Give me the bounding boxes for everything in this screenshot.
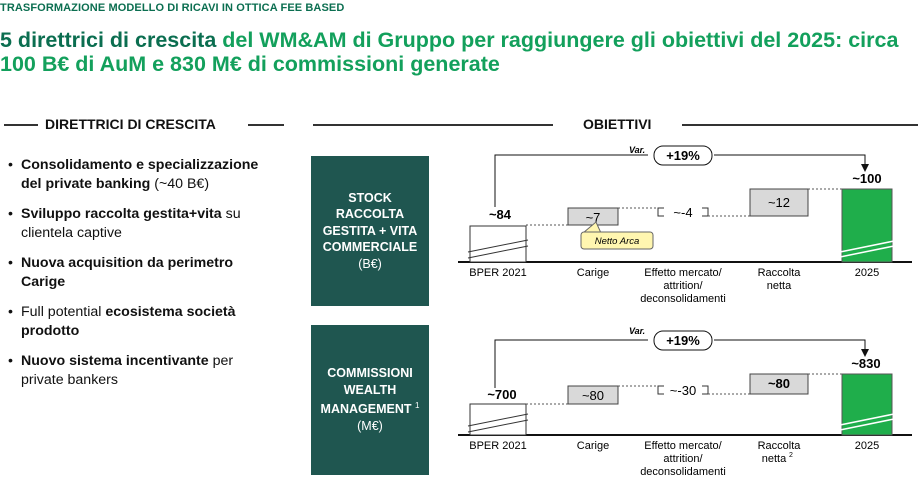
headline-rest: del WM&AM di Gruppo per raggiungere gli … [0,28,899,76]
headline-strong: 5 direttrici di crescita [0,28,217,52]
left-section-title: DIRETTRICI DI CRESCITA [45,116,216,132]
right-title-rule-left [313,124,553,126]
right-section-title: OBIETTIVI [583,116,652,132]
c2-label-inflow: ~80 [768,376,790,391]
c2-cat-bper2021: BPER 2021 [469,440,526,452]
c1-break-mark [839,240,895,253]
c1-break-mark [467,239,529,253]
c1-callout-pointer [582,221,602,234]
list-item: Consolidamento e specializzazione del pr… [8,156,278,194]
c2-cat-carige: Carige [577,440,609,452]
c2-cat-market-2: attrition/ [663,453,703,465]
c1-label-start: ~84 [489,207,512,222]
c2-cat-inflow-1: Raccolta [758,440,802,452]
c2-break-mark [467,413,529,427]
c2-bracket-market-right [702,385,709,395]
c2-break-mark [839,418,895,431]
c2-break-mark [467,419,529,433]
c1-bracket-market-left [657,207,664,217]
c2-bar-inflow [749,373,809,395]
c2-var-label: Var. [629,326,645,336]
right-title-rule-right [682,124,918,126]
c2-growth-pill [653,330,713,351]
c1-break-mark [467,245,529,259]
c2-growth-label: +19% [666,333,700,348]
c2-bar-carige [567,385,619,405]
c1-cat-market-1: Effetto mercato/ [644,267,722,279]
c1-label-end: ~100 [852,171,881,186]
list-item: Sviluppo raccolta gestita+vita su client… [8,205,278,243]
c2-bracket-left [494,339,648,388]
list-item: Full potential ecosistema società prodot… [8,303,278,341]
c1-growth-pill [653,145,713,166]
c1-label-market: ~-4 [673,205,692,220]
c1-cat-market-2: attrition/ [663,280,703,292]
c1-bracket-market-right [702,207,709,217]
c2-label-end: ~830 [851,356,880,371]
c1-var-label: Var. [629,145,645,155]
c1-growth-label: +19% [666,148,700,163]
c1-cat-inflow-2: netta [767,280,792,292]
c1-cat-inflow-1: Raccolta [758,267,802,279]
c2-inflow-footnote: 2 [789,452,793,459]
c1-label-carige: ~7 [586,210,601,225]
list-item: Nuovo sistema incentivante per private b… [8,352,278,390]
stock-box: STOCK RACCOLTA GESTITA + VITA COMMERCIAL… [311,156,429,306]
c2-cat-market-3: deconsolidamenti [640,466,726,478]
headline: 5 direttrici di crescita del WM&AM di Gr… [0,28,915,76]
c1-cat-market-3: deconsolidamenti [640,293,726,305]
c2-bar-2025 [841,373,893,436]
c2-label-carige: ~80 [582,388,604,403]
c2-label-market: ~-30 [670,383,696,398]
growth-drivers-list: Consolidamento e specializzazione del pr… [8,156,278,401]
c1-bar-inflow [749,188,809,217]
left-title-rule-right [248,124,284,126]
c1-cat-2025: 2025 [855,267,879,279]
commissions-box: COMMISSIONI WEALTH MANAGEMENT 1 (M€) [311,325,429,475]
c1-bracket-right [714,154,869,172]
c1-callout-text: Netto Arca [595,236,640,247]
c2-cat-2025: 2025 [855,440,879,452]
c2-cat-market-1: Effetto mercato/ [644,440,722,452]
c1-cat-bper2021: BPER 2021 [469,267,526,279]
c1-callout [580,231,654,250]
c2-bracket-market-left [657,385,664,395]
c1-break-mark [839,245,895,258]
left-title-rule-left [4,124,38,126]
c1-cat-carige: Carige [577,267,609,279]
c2-break-mark [839,413,895,426]
eyebrow-title: TRASFORMAZIONE MODELLO DI RICAVI IN OTTI… [0,2,345,14]
c2-cat-inflow-2: netta [762,453,787,465]
c1-label-inflow: ~12 [768,195,790,210]
c2-label-start: ~700 [487,387,516,402]
c2-bracket-right [714,339,869,357]
c1-bracket-left [494,154,648,207]
list-item: Nuova acquisition da perimetro Carige [8,254,278,292]
